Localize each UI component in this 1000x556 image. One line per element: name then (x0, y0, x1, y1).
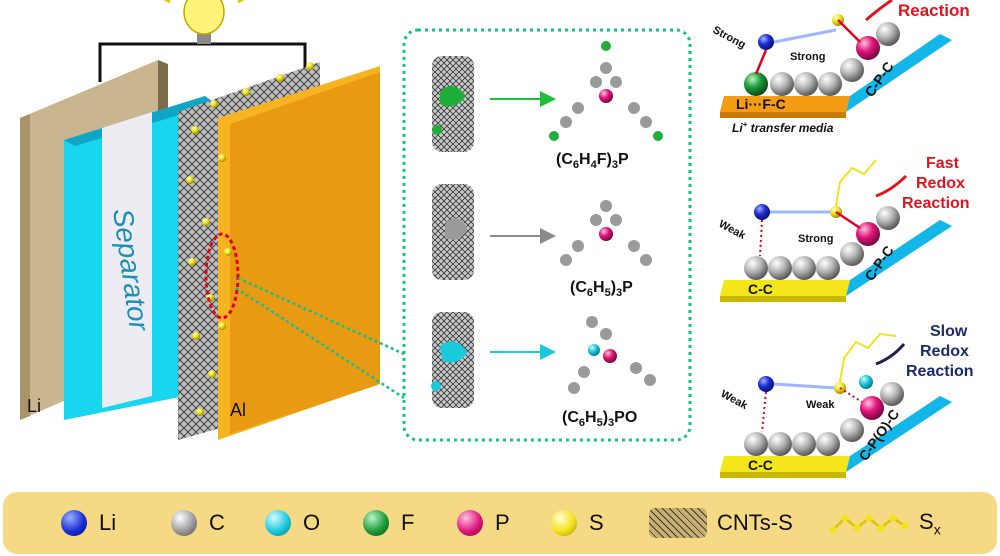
legend-label-f: F (401, 510, 415, 535)
p-sphere-icon (457, 510, 483, 536)
c-sphere-icon (171, 510, 197, 536)
reaction-label-3: Reaction (906, 363, 974, 380)
molecule-c6h5-3po (568, 316, 656, 394)
s-sphere-icon (551, 510, 577, 536)
cnt-o-tube (431, 312, 474, 408)
substrate-lifc (720, 96, 850, 112)
formula-c6h4f3p: (C6H4F)3P (556, 151, 629, 171)
legend-item-li: Li (61, 492, 116, 554)
legend-item-f: F (363, 492, 414, 554)
legend-label-s: S (589, 510, 604, 535)
reaction-label-2: Reaction (902, 195, 970, 212)
redox-label-2: Redox (916, 175, 965, 192)
substrate-cc-3 (720, 456, 850, 472)
substrate-cc-2 (720, 280, 850, 296)
al-label: Al (230, 400, 246, 420)
substrate-cc-label-2: C-C (748, 281, 773, 297)
legend-label-c: C (209, 510, 225, 535)
formula-c6h5-3po: (C6H5)3PO (562, 409, 637, 429)
molecule-panel: (C6H4F)3P (C6H5)3P (402, 28, 692, 442)
sulfur-particles (186, 62, 314, 416)
sx-chain-icon (829, 514, 909, 534)
strong-label-right: Strong (790, 51, 825, 63)
li-label: Li (27, 396, 41, 416)
fast-label: Fast (926, 155, 960, 172)
molecule-panel-frame (402, 28, 692, 442)
o-sphere-icon (265, 510, 291, 536)
li-sphere-icon (61, 510, 87, 536)
mechanism-panel-3: C-C C-P(O)-C Weak Weak Slow Redox Reacti… (719, 323, 974, 478)
legend-label-cnts: CNTs-S (717, 510, 793, 535)
weak-label-3-right: Weak (806, 399, 835, 411)
legend-item-s: S (551, 492, 604, 554)
redox-label-3: Redox (920, 343, 969, 360)
slow-label: Slow (930, 323, 968, 340)
mechanism-panel-2: C-C C-P-C Weak Strong Fast Redox Reactio… (717, 155, 970, 302)
legend-label-p: P (495, 510, 510, 535)
legend-bar: Li C O F P S CNTs-S Sx (3, 492, 997, 554)
zoom-region-marker (204, 232, 240, 320)
strong-label-2: Strong (798, 233, 833, 245)
formula-c6h5-3p: (C6H5)3P (570, 279, 633, 299)
weak-label-2: Weak (717, 218, 749, 242)
legend-item-p: P (457, 492, 510, 554)
weak-label-3-left: Weak (719, 388, 751, 412)
legend-item-sx: Sx (829, 492, 941, 554)
legend-label-li: Li (99, 510, 117, 535)
mechanism-panel-1: Li···F-C C-P-C Strong Strong Reaction Li… (711, 0, 970, 135)
reaction-label-1: Reaction (898, 1, 970, 20)
cnt-f-tube (432, 56, 474, 152)
li-transfer-caption: Li+ transfer media (732, 120, 834, 135)
f-sphere-icon (363, 510, 389, 536)
substrate-lifc-label: Li···F-C (736, 96, 786, 112)
legend-label-sx: Sx (919, 508, 941, 538)
light-bulb-icon (163, 0, 245, 44)
legend-item-cnts: CNTs-S (649, 492, 793, 554)
cnts-mesh-icon (649, 508, 707, 538)
cnt-pristine-tube (432, 184, 474, 280)
molecule-c6h5-3p (560, 200, 652, 266)
battery-cell: Li Separator Al (20, 0, 405, 440)
legend-label-o: O (303, 510, 321, 535)
substrate-cc-label-3: C-C (748, 457, 773, 473)
strong-label-left: Strong (711, 24, 748, 51)
molecule-c6h4f3p (549, 41, 663, 141)
legend-item-c: C (171, 492, 225, 554)
legend-item-o: O (265, 492, 320, 554)
